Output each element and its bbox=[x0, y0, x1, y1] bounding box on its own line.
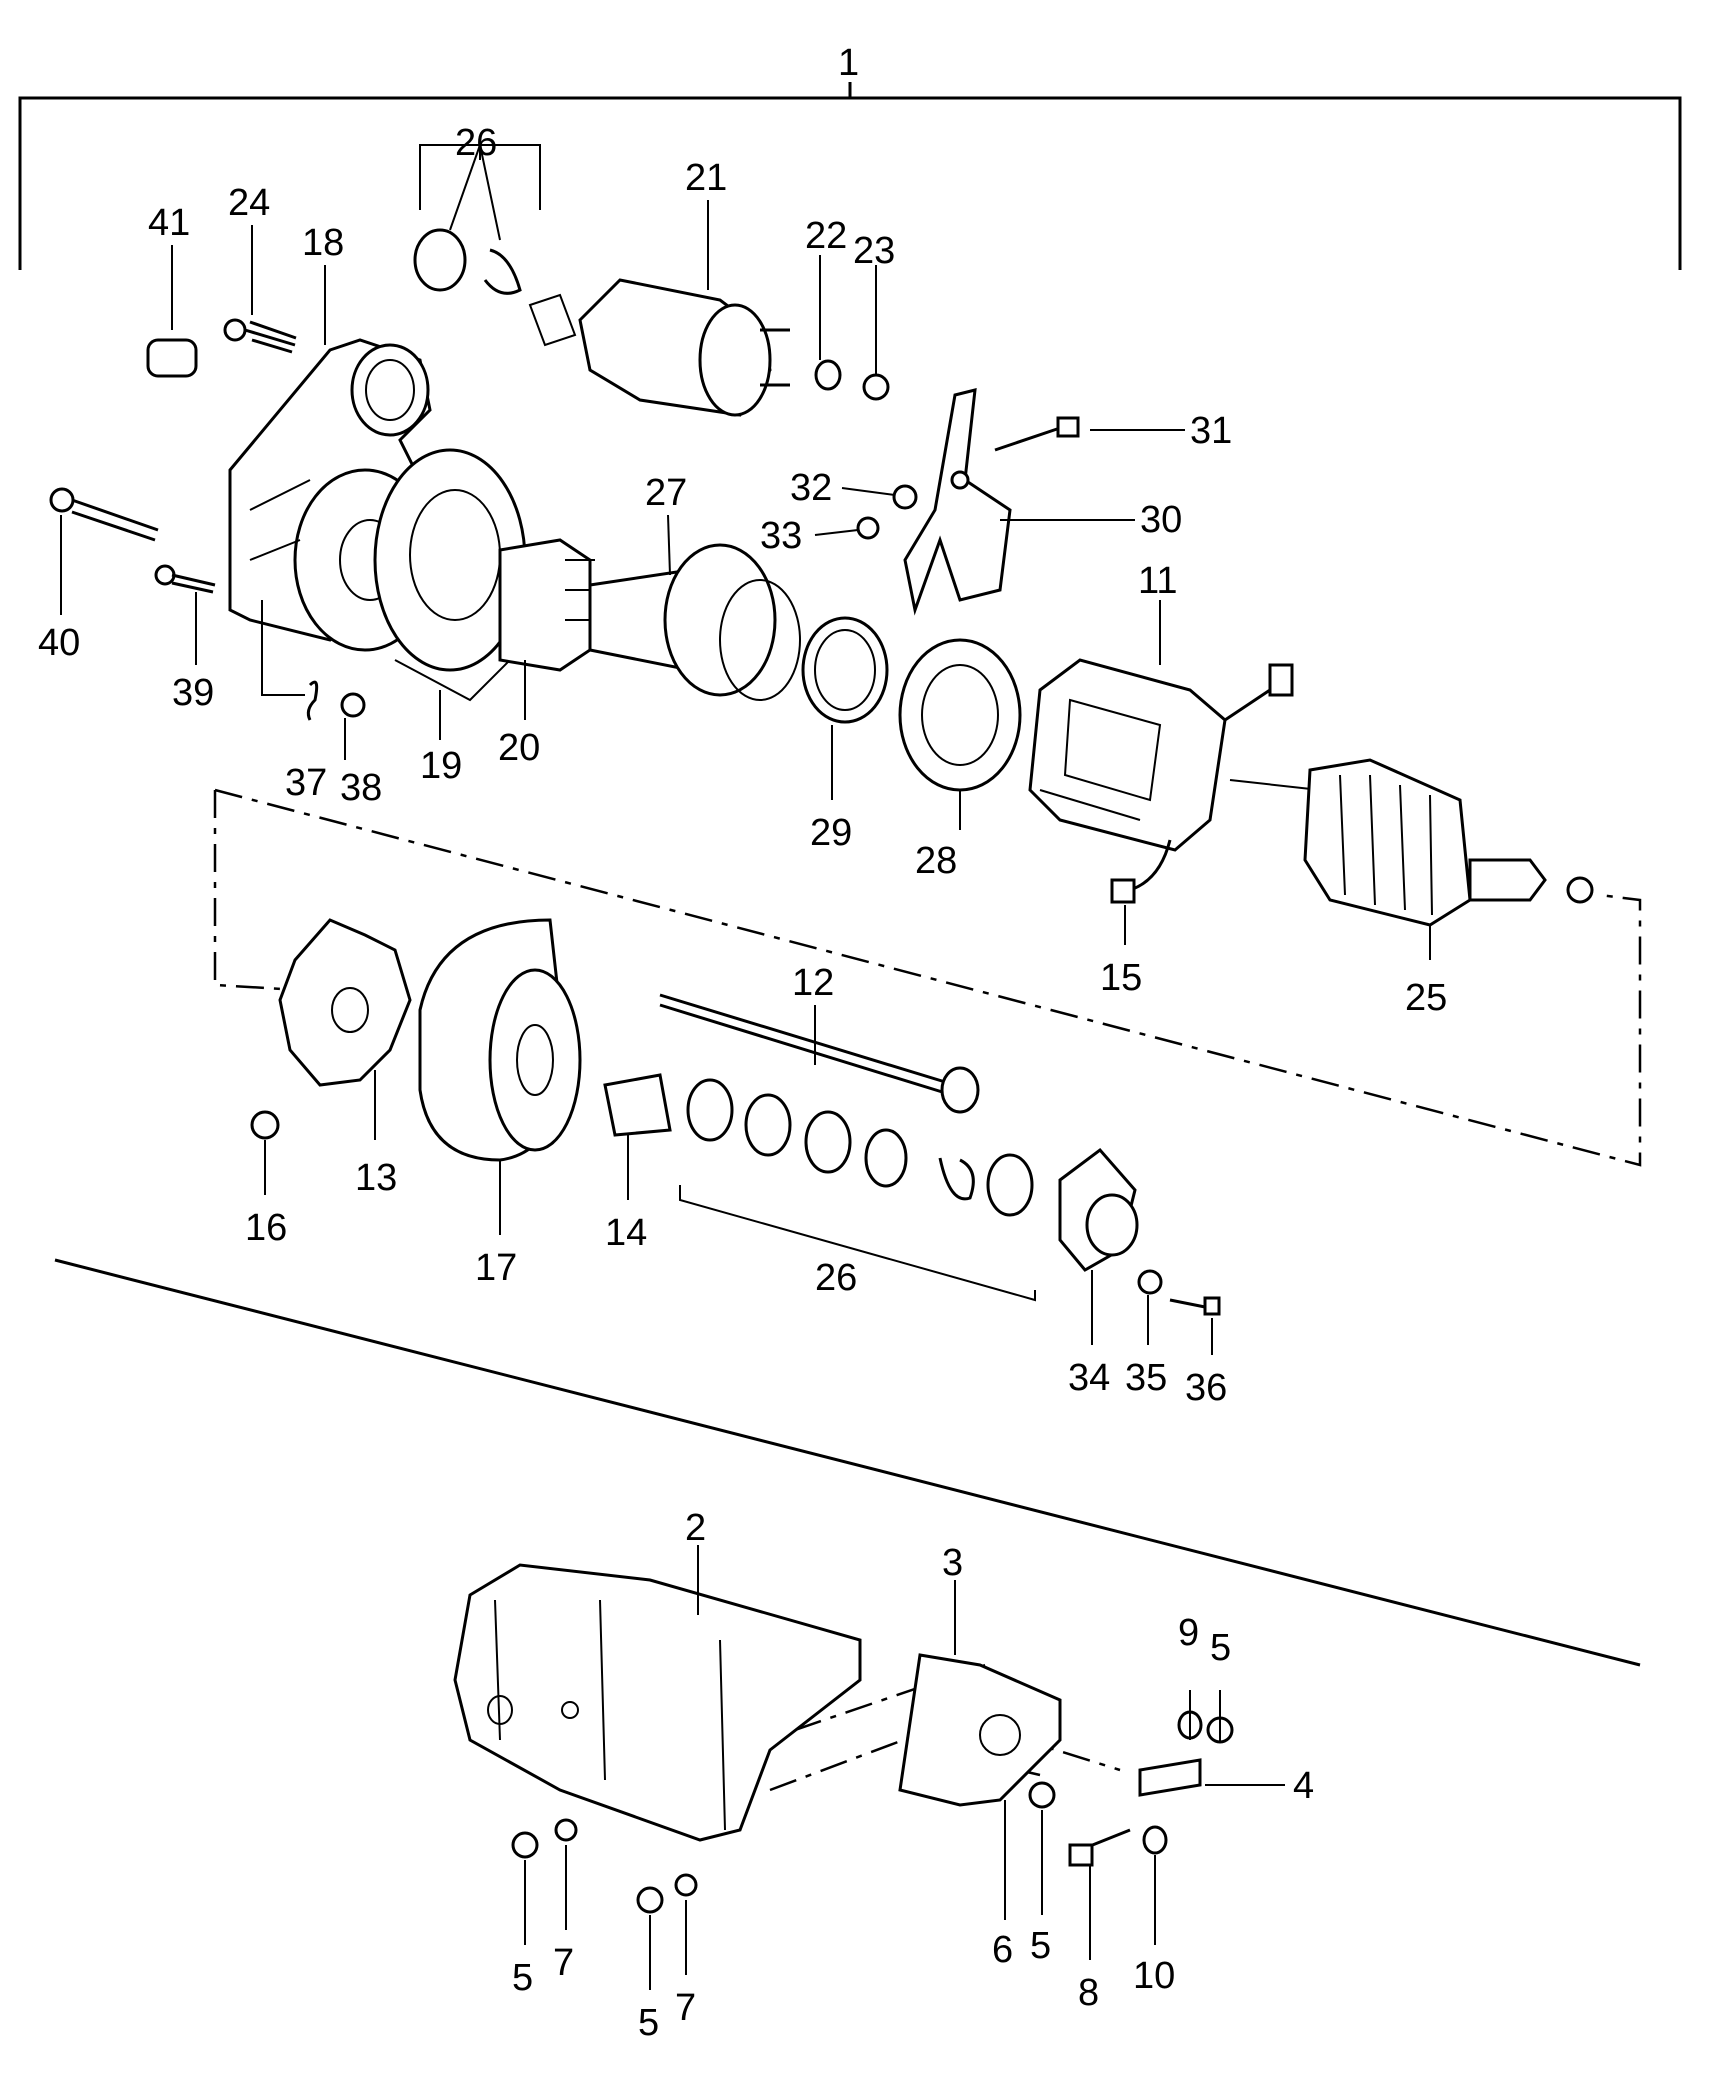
callout-7-center: 7 bbox=[675, 1987, 696, 2029]
callout-10: 10 bbox=[1133, 1955, 1175, 1997]
callout-19: 19 bbox=[420, 745, 462, 787]
heat-shield-part bbox=[453, 1563, 862, 1842]
callout-30: 30 bbox=[1140, 499, 1182, 541]
callout-25: 25 bbox=[1405, 977, 1447, 1019]
solenoid-shims bbox=[413, 228, 522, 295]
callout-20: 20 bbox=[498, 727, 540, 769]
drive-shaft-part bbox=[588, 543, 801, 701]
mounting-bracket-part bbox=[898, 1653, 1062, 1807]
callout-27: 27 bbox=[645, 472, 687, 514]
callout-4: 4 bbox=[1293, 1765, 1314, 1807]
commutator-end-housing bbox=[418, 918, 582, 1162]
callout-1: 1 bbox=[838, 42, 859, 84]
callout-23: 23 bbox=[853, 230, 895, 272]
assembly-bracket bbox=[18, 82, 1682, 270]
nut-part-32 bbox=[892, 484, 918, 510]
solenoid-part bbox=[528, 278, 790, 417]
callout-22: 22 bbox=[805, 215, 847, 257]
screw-part-24 bbox=[223, 318, 297, 354]
callout-40: 40 bbox=[38, 622, 80, 664]
callout-32: 32 bbox=[790, 467, 832, 509]
callout-21: 21 bbox=[685, 157, 727, 199]
callout-37: 37 bbox=[285, 762, 327, 804]
callout-33: 33 bbox=[760, 515, 802, 557]
callout-11: 11 bbox=[1138, 560, 1177, 602]
screw-part-36 bbox=[1169, 1296, 1221, 1316]
callout-5-center: 5 bbox=[638, 2002, 659, 2044]
callout-7-left: 7 bbox=[553, 1942, 574, 1984]
callout-35: 35 bbox=[1125, 1357, 1167, 1399]
alignment-line-shield bbox=[769, 1698, 1011, 1792]
callout-5-right: 5 bbox=[1210, 1627, 1231, 1669]
bushing-part-14 bbox=[603, 1073, 672, 1137]
lower-fasteners bbox=[511, 1710, 1234, 1914]
callout-labels: 1 41 24 18 26 21 22 23 31 32 30 27 33 11… bbox=[38, 42, 1447, 2044]
through-bolt-part bbox=[659, 993, 980, 1114]
nut-part-38 bbox=[340, 692, 366, 718]
armature-part bbox=[1229, 758, 1594, 927]
callout-13: 13 bbox=[355, 1157, 397, 1199]
callout-34: 34 bbox=[1068, 1357, 1110, 1399]
callout-36: 36 bbox=[1185, 1367, 1227, 1409]
callout-28: 28 bbox=[915, 840, 957, 882]
alignment-frame bbox=[213, 788, 1642, 1167]
callout-9: 9 bbox=[1178, 1612, 1199, 1654]
end-cap-part bbox=[1058, 1147, 1139, 1272]
callout-2: 2 bbox=[685, 1507, 706, 1549]
lever-bolt-part bbox=[994, 416, 1080, 452]
section-separator bbox=[54, 1258, 1641, 1667]
callout-26-top: 26 bbox=[455, 122, 497, 164]
brush-plate-part bbox=[278, 918, 412, 1087]
callout-26-bottom: 26 bbox=[815, 1257, 857, 1299]
callout-12: 12 bbox=[792, 962, 834, 1004]
callout-14: 14 bbox=[605, 1212, 647, 1254]
nut-part-23 bbox=[862, 373, 890, 401]
callout-24: 24 bbox=[228, 182, 270, 224]
shift-lever-part bbox=[903, 388, 1012, 616]
callout-29: 29 bbox=[810, 812, 852, 854]
screw-part-39 bbox=[154, 564, 216, 594]
callout-6: 6 bbox=[992, 1929, 1013, 1971]
callout-39: 39 bbox=[172, 672, 214, 714]
spring-ring-part bbox=[801, 616, 889, 724]
callout-5-left: 5 bbox=[512, 1957, 533, 1999]
pinion-clutch-part bbox=[498, 538, 595, 672]
long-bolt-part bbox=[49, 487, 159, 542]
callout-5-bracket: 5 bbox=[1030, 1925, 1051, 1967]
callout-3: 3 bbox=[942, 1542, 963, 1584]
callout-15: 15 bbox=[1100, 957, 1142, 999]
spring-clip-part bbox=[306, 680, 319, 721]
intermediate-bearing-plate bbox=[373, 448, 527, 702]
nut-part-33 bbox=[856, 516, 880, 540]
callout-18: 18 bbox=[302, 222, 344, 264]
callout-17: 17 bbox=[475, 1247, 517, 1289]
bushing-part bbox=[146, 338, 198, 378]
callout-41: 41 bbox=[148, 202, 190, 244]
field-frame-part bbox=[1028, 658, 1294, 904]
callout-31: 31 bbox=[1190, 410, 1232, 452]
nut-part-16 bbox=[250, 1110, 280, 1140]
callout-8: 8 bbox=[1078, 1972, 1099, 2014]
brush-holder-ring bbox=[898, 638, 1022, 792]
callout-38: 38 bbox=[340, 767, 382, 809]
callout-16: 16 bbox=[245, 1207, 287, 1249]
armature-shims bbox=[679, 1078, 1036, 1302]
washer-part-35 bbox=[1137, 1269, 1163, 1295]
washer-part-22 bbox=[814, 359, 842, 391]
clamp-part bbox=[1138, 1758, 1202, 1797]
leader-lines bbox=[60, 144, 1431, 1990]
